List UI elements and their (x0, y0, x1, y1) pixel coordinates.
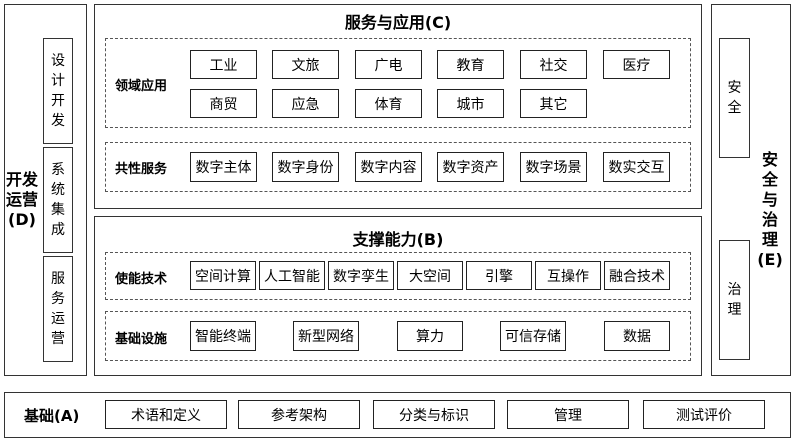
infrastructure-item: 智能终端 (190, 321, 256, 351)
dev-ops-title-line: 运营 (6, 190, 39, 209)
char: (E) (757, 250, 783, 269)
char: 全 (761, 170, 778, 189)
foundation-item: 术语和定义 (105, 400, 227, 429)
enabling-tech-item: 互操作 (535, 261, 601, 290)
common-service-item: 数字资产 (437, 152, 504, 182)
enabling-tech-item: 人工智能 (259, 261, 325, 290)
infrastructure-item: 新型网络 (293, 321, 359, 351)
domain-item: 应急 (272, 89, 339, 118)
domain-application-group (105, 38, 691, 128)
char: 成 (51, 222, 65, 238)
char: 安 (761, 150, 778, 169)
enabling-tech-item: 空间计算 (190, 261, 256, 290)
foundation-item: 测试评价 (643, 400, 765, 429)
domain-item: 社交 (520, 50, 587, 79)
domain-application-label: 领域应用 (115, 78, 168, 94)
foundation-item: 管理 (507, 400, 629, 429)
item-service-ops: 服 务 运 营 (43, 256, 73, 362)
char: 务 (51, 291, 65, 307)
common-service-item: 数字主体 (190, 152, 257, 182)
service-application-title: 服务与应用(C) (344, 13, 452, 32)
char: 安 (727, 80, 742, 96)
char: 设 (51, 53, 65, 69)
char: 与 (761, 190, 778, 209)
char: 营 (51, 331, 65, 347)
foundation-item: 参考架构 (238, 400, 360, 429)
char: 开 (51, 93, 65, 109)
infrastructure-item: 算力 (397, 321, 463, 351)
dev-ops-title-line: (D) (8, 210, 36, 229)
domain-item: 教育 (437, 50, 504, 79)
dev-ops-title-line: 开发 (6, 170, 39, 189)
support-capability-title: 支撑能力(B) (352, 230, 444, 249)
common-service-label: 共性服务 (115, 161, 168, 177)
domain-item: 商贸 (190, 89, 257, 118)
enabling-tech-item: 数字孪生 (328, 261, 394, 290)
domain-item: 城市 (437, 89, 504, 118)
char: 集 (51, 202, 65, 218)
char: 运 (51, 311, 65, 327)
char: 全 (727, 100, 742, 116)
domain-item: 其它 (520, 89, 587, 118)
enabling-tech-label: 使能技术 (115, 271, 168, 287)
domain-item: 医疗 (603, 50, 670, 79)
char: 理 (761, 230, 778, 249)
char: 治 (761, 210, 778, 229)
char: 统 (51, 182, 65, 198)
char: 发 (51, 113, 65, 129)
domain-item: 工业 (190, 50, 257, 79)
security-governance-title: 安 全 与 治 理 (E) (752, 145, 788, 275)
enabling-tech-item: 融合技术 (604, 261, 670, 290)
foundation-label: 基础(A) (24, 406, 80, 425)
common-service-item: 数字场景 (520, 152, 587, 182)
char: 理 (727, 302, 742, 318)
enabling-tech-item: 大空间 (397, 261, 463, 290)
char: 计 (51, 73, 65, 89)
dev-ops-title: 开发 运营 (D) (6, 150, 38, 250)
infrastructure-group (105, 311, 691, 361)
common-service-item: 数字内容 (355, 152, 422, 182)
enabling-tech-group (105, 252, 691, 300)
common-service-group (105, 142, 691, 192)
char: 系 (51, 162, 65, 178)
enabling-tech-item: 引擎 (466, 261, 532, 290)
char: 治 (727, 282, 742, 298)
infrastructure-item: 可信存储 (500, 321, 566, 351)
domain-item: 广电 (355, 50, 422, 79)
char: 服 (51, 271, 65, 287)
item-governance: 治 理 (719, 240, 750, 360)
common-service-item: 数字身份 (272, 152, 339, 182)
domain-item: 文旅 (272, 50, 339, 79)
item-system-integration: 系 统 集 成 (43, 147, 73, 253)
infrastructure-label: 基础设施 (115, 331, 168, 347)
infrastructure-item: 数据 (604, 321, 670, 351)
foundation-item: 分类与标识 (373, 400, 495, 429)
item-security: 安 全 (719, 38, 750, 158)
domain-item: 体育 (355, 89, 422, 118)
common-service-item: 数实交互 (603, 152, 670, 182)
item-design-dev: 设 计 开 发 (43, 38, 73, 144)
